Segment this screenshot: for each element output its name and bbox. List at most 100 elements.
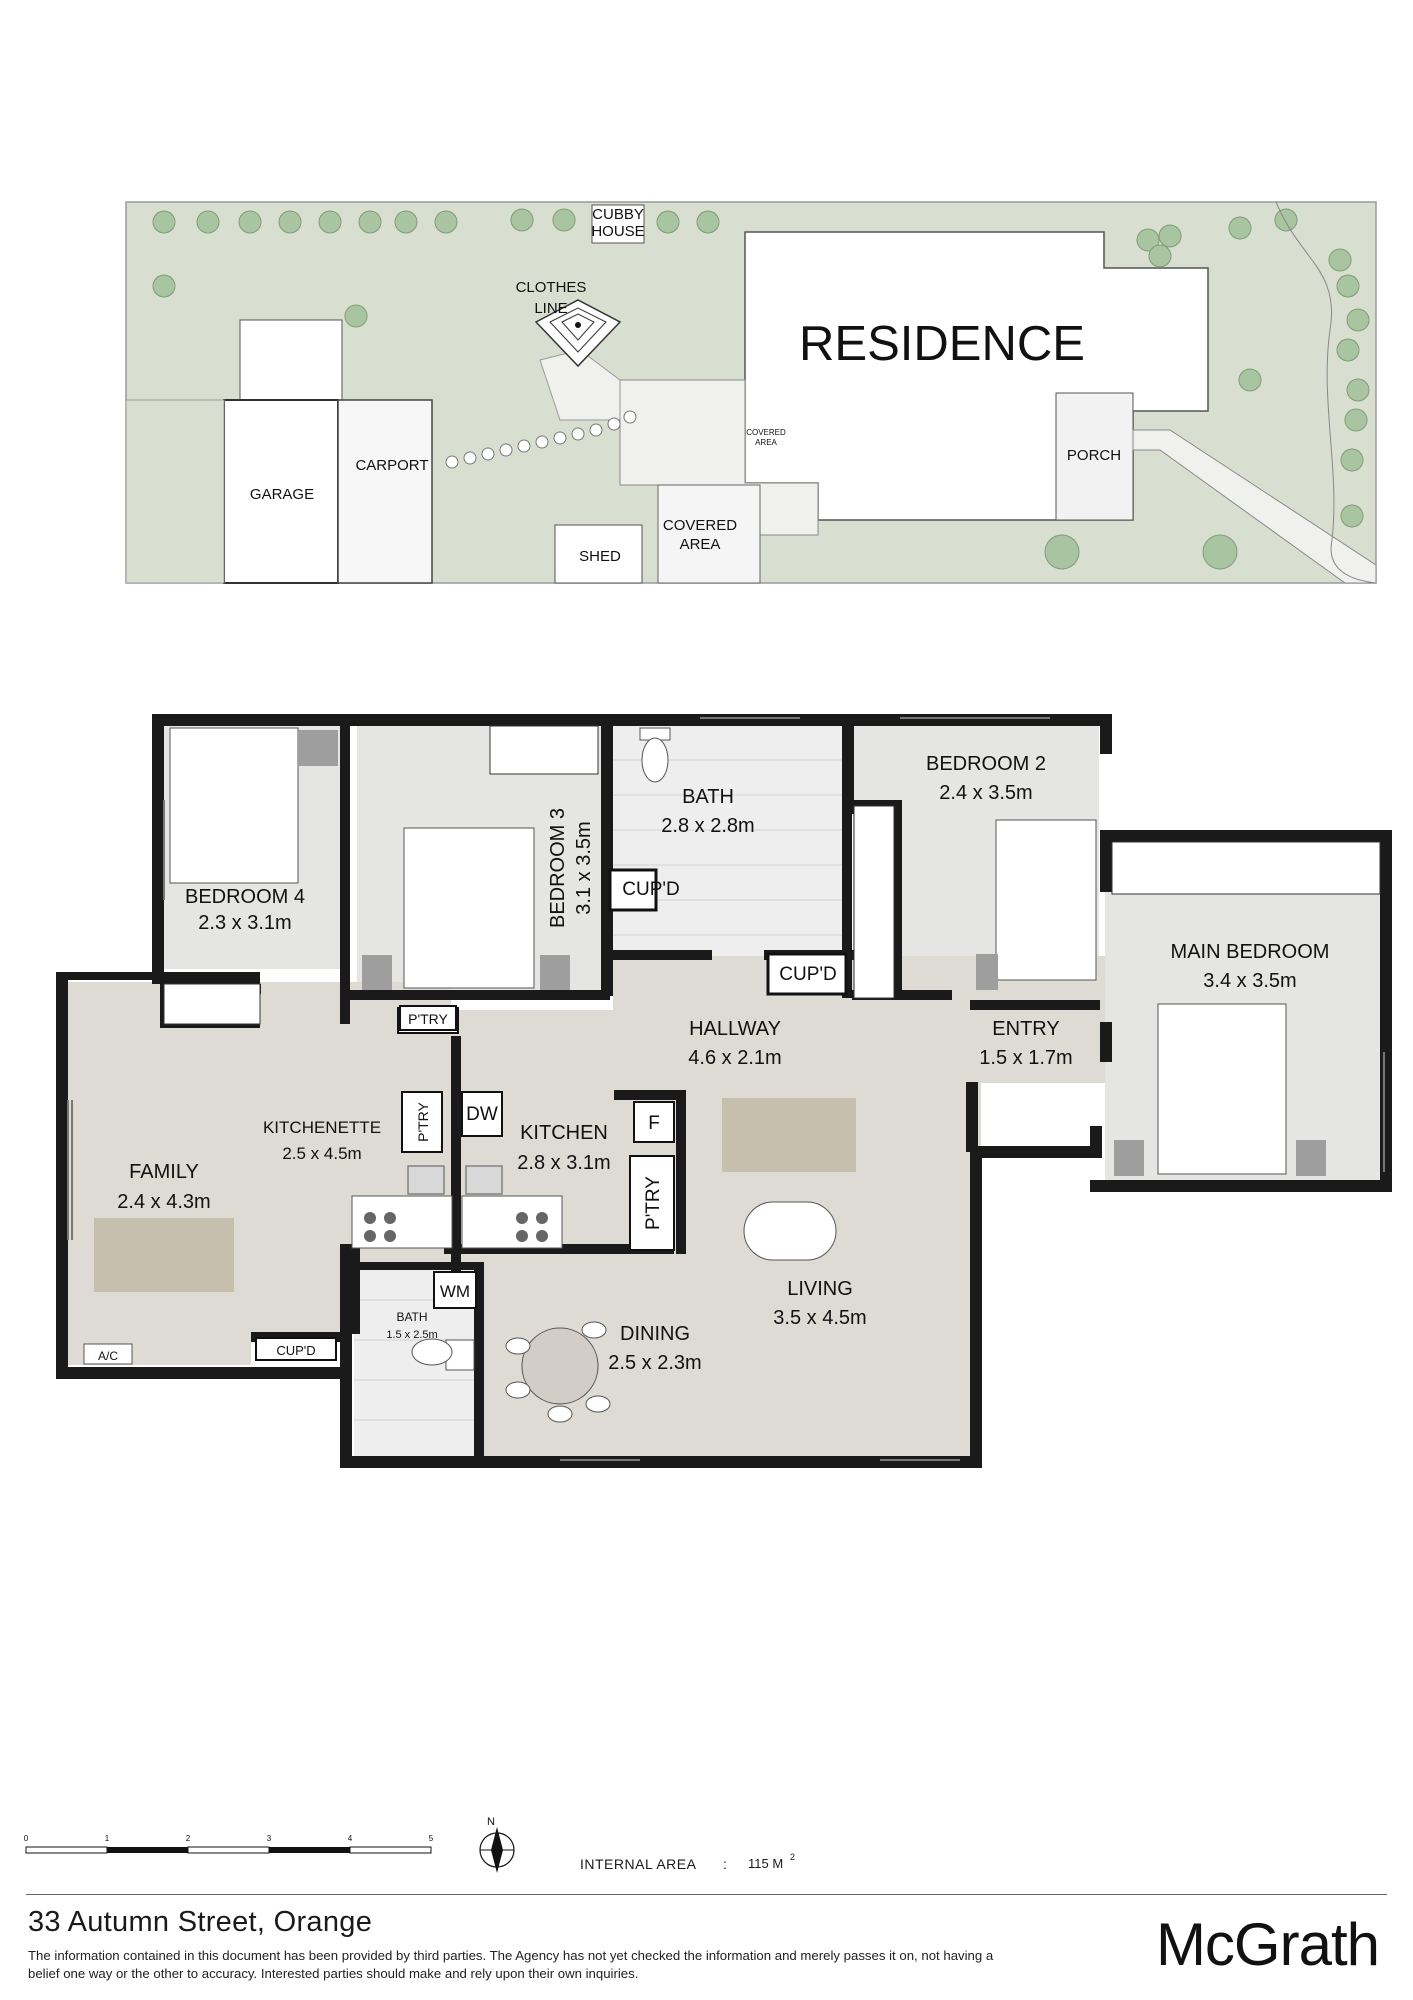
covered-area-small-label-1: COVERED (746, 428, 786, 437)
disclaimer-text: The information contained in this docume… (28, 1948, 994, 1981)
compass-north-label: N (487, 1816, 495, 1828)
carport-label: CARPORT (355, 457, 428, 474)
scale-tick-1: 1 (105, 1834, 110, 1843)
kitchen-bench (461, 1195, 563, 1249)
garage-shed-top (239, 319, 343, 401)
dining-name: DINING (620, 1323, 690, 1345)
covered-area-label-1: COVERED (663, 517, 737, 534)
bath-main-size: 2.8 x 2.8m (661, 815, 754, 837)
ptry-kitchen-box (629, 1155, 675, 1251)
entry-size: 1.5 x 1.7m (979, 1047, 1072, 1069)
living-name: LIVING (787, 1278, 853, 1300)
fridge-label: F (648, 1113, 660, 1134)
clothes-line-label-2: LINE (534, 300, 567, 317)
ptry-kitchen-label: P'TRY (643, 1176, 664, 1230)
ptry-top-label: P'TRY (408, 1011, 448, 1027)
porch-area (1055, 392, 1134, 521)
cubby-house-label-1: CUBBY (592, 206, 644, 223)
family-name: FAMILY (129, 1161, 199, 1183)
living-sofa (722, 1098, 856, 1172)
internal-area-label: INTERNAL AREA (580, 1856, 697, 1872)
bath-small-size: 1.5 x 2.5m (386, 1329, 437, 1341)
shed-label: SHED (579, 548, 621, 565)
bedroom4-name: BEDROOM 4 (185, 886, 305, 908)
living-size: 3.5 x 4.5m (773, 1307, 866, 1329)
bedroom4-size: 2.3 x 3.1m (198, 912, 291, 934)
ptry-kitchenette-box (401, 1091, 443, 1153)
bath-main-name: BATH (682, 786, 734, 808)
garden-bed-edge (1275, 201, 1377, 584)
footer-divider (26, 1894, 1387, 1895)
dw-label: DW (466, 1104, 498, 1125)
scale-tick-2: 2 (186, 1834, 191, 1843)
compass-icon: N (479, 1816, 515, 1873)
ptry-kitchenette-label: P'TRY (415, 1101, 431, 1141)
covered-area-rect (657, 484, 761, 584)
house-floor-plan: BEDROOM 4 2.3 x 3.1m BEDROOM 3 3.1 x 3.5… (56, 714, 1392, 1468)
covered-area-label-2: AREA (680, 536, 721, 553)
bedroom3-name: BEDROOM 3 (547, 808, 569, 928)
dw-box (461, 1091, 503, 1137)
covered-area-small-label-2: AREA (755, 438, 777, 447)
ac-box (83, 1343, 133, 1365)
family-sofa (94, 1218, 234, 1292)
scale-bar: 0 1 2 3 4 5 (24, 1834, 434, 1854)
hallway-size: 4.6 x 2.1m (688, 1047, 781, 1069)
internal-area-value: 115 M (748, 1856, 784, 1871)
main-bedroom-name: MAIN BEDROOM (1171, 941, 1330, 963)
cubby-house-rect (591, 204, 645, 244)
cupd-hall-label: CUP'D (779, 964, 836, 985)
family-size: 2.4 x 4.3m (117, 1191, 210, 1213)
property-address: 33 Autumn Street, Orange (28, 1906, 373, 1938)
kitchen-sink (465, 1165, 503, 1195)
kitchen-size: 2.8 x 3.1m (517, 1152, 610, 1174)
bedroom3-size: 3.1 x 3.5m (573, 821, 595, 914)
floor-plan-drawing: RESIDENCE CUBBY HOUSE CLOTHES LINE GARAG… (24, 201, 1392, 1873)
wm-box (433, 1271, 477, 1309)
bedside-tables (298, 730, 1326, 1176)
clothes-line-label-1: CLOTHES (516, 279, 587, 296)
beds (169, 727, 1287, 1175)
garage-label: GARAGE (250, 486, 314, 503)
ptry-top-box (399, 1005, 457, 1031)
hallway-name: HALLWAY (689, 1018, 781, 1040)
windows (67, 717, 1385, 1461)
site-trees (152, 208, 1370, 570)
path-to-clothes-line (539, 349, 621, 421)
cubby-house-label-2: HOUSE (591, 223, 644, 240)
cupd-family-label: CUP'D (276, 1343, 315, 1358)
dining-chairs (505, 1321, 611, 1423)
coffee-table (743, 1201, 837, 1261)
bath-small-name: BATH (396, 1310, 427, 1324)
scale-tick-5: 5 (429, 1834, 434, 1843)
dining-size: 2.5 x 2.3m (608, 1352, 701, 1374)
bedroom2-name: BEDROOM 2 (926, 753, 1046, 775)
scale-tick-3: 3 (267, 1834, 272, 1843)
scale-tick-4: 4 (348, 1834, 353, 1843)
floor-family (68, 982, 251, 1365)
entry-name: ENTRY (992, 1018, 1059, 1040)
kitchenette-sink (407, 1165, 445, 1195)
dining-table (521, 1327, 599, 1405)
clothes-line-symbol (534, 299, 622, 368)
main-bedroom-size: 3.4 x 3.5m (1203, 970, 1296, 992)
residence-label: RESIDENCE (799, 317, 1085, 371)
scale-tick-0: 0 (24, 1834, 29, 1843)
internal-area-colon: : (723, 1856, 727, 1872)
kitchenette-name: KITCHENETTE (263, 1118, 381, 1137)
cooktops (364, 1212, 548, 1242)
kitchenette-size: 2.5 x 4.5m (282, 1144, 361, 1163)
garage-drive (125, 399, 225, 584)
stepping-stones (445, 410, 637, 469)
mcgrath-logo: McGrath (1155, 1911, 1380, 1978)
kitchen-name: KITCHEN (520, 1122, 608, 1144)
front-path (1132, 429, 1377, 584)
ac-label: A/C (98, 1349, 118, 1363)
cupd-bath-label: CUP'D (622, 879, 679, 900)
porch-label: PORCH (1067, 447, 1121, 464)
shed-rect (554, 524, 643, 584)
fridge-box (633, 1101, 675, 1143)
site-plan: RESIDENCE CUBBY HOUSE CLOTHES LINE GARAG… (125, 201, 1377, 584)
walls (56, 714, 1392, 1468)
internal-area-unit-sup: 2 (790, 1852, 796, 1862)
